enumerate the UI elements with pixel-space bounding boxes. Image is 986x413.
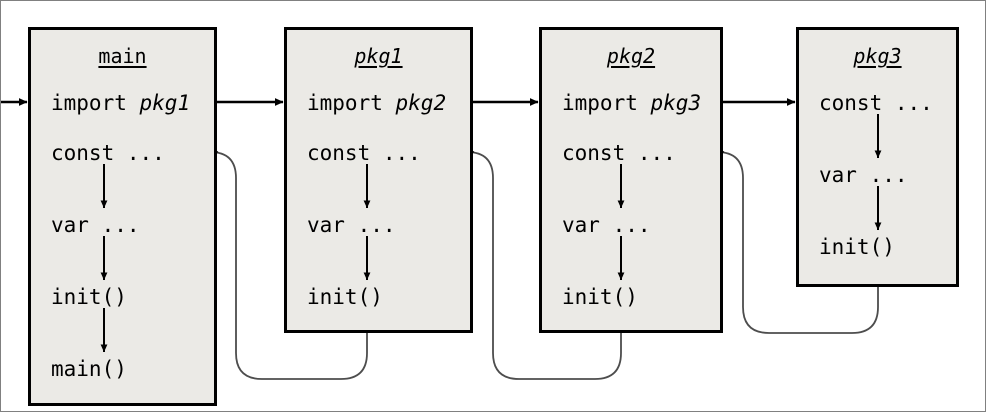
package-line-pkg3-1: var ... — [819, 163, 908, 187]
line-text: init() — [307, 285, 383, 309]
package-line-main-4: main() — [51, 357, 127, 381]
package-box-main: main import pkg1 const ... var ... init() mai… — [28, 27, 217, 406]
package-line-main-0: import pkg1 — [51, 91, 190, 115]
line-text: const ... — [562, 141, 676, 165]
imported-package-name: pkg2 — [395, 91, 447, 115]
line-text: import — [562, 91, 651, 115]
package-box-pkg2: pkg2 import pkg3 const ... var ... init() — [539, 27, 723, 333]
line-text: init() — [51, 285, 127, 309]
package-line-main-3: init() — [51, 285, 127, 309]
line-text: main() — [51, 357, 127, 381]
line-text: var ... — [562, 213, 651, 237]
package-line-pkg2-1: const ... — [562, 141, 676, 165]
return-arrow-pkg1-to-main — [209, 148, 368, 380]
package-line-pkg1-2: var ... — [307, 213, 396, 237]
imported-package-name: pkg1 — [139, 91, 191, 115]
line-text: import — [51, 91, 140, 115]
line-text: init() — [562, 285, 638, 309]
line-text: init() — [819, 235, 895, 259]
package-line-pkg1-1: const ... — [307, 141, 421, 165]
imported-package-name: pkg3 — [650, 91, 702, 115]
return-arrow-pkg2-to-pkg1 — [466, 148, 622, 380]
package-line-main-1: const ... — [51, 141, 165, 165]
line-text: const ... — [819, 91, 933, 115]
package-title-pkg2: pkg2 — [606, 44, 656, 68]
package-title-pkg1: pkg1 — [354, 44, 403, 68]
line-text: const ... — [307, 141, 421, 165]
return-arrows-group — [209, 148, 879, 380]
return-arrow-pkg3-to-pkg2 — [716, 148, 879, 334]
package-title-main: main — [98, 44, 147, 68]
package-line-pkg1-0: import pkg2 — [307, 91, 446, 115]
package-box-pkg3: pkg3 const ... var ... init() — [796, 27, 959, 287]
line-text: var ... — [51, 213, 140, 237]
package-box-pkg1: pkg1 import pkg2 const ... var ... init() — [284, 27, 473, 333]
line-text: import — [307, 91, 396, 115]
package-line-pkg2-2: var ... — [562, 213, 651, 237]
package-line-pkg1-3: init() — [307, 285, 383, 309]
package-line-pkg3-2: init() — [819, 235, 895, 259]
package-line-pkg2-3: init() — [562, 285, 638, 309]
package-line-pkg2-0: import pkg3 — [562, 91, 701, 115]
package-line-main-2: var ... — [51, 213, 140, 237]
package-title-pkg3: pkg3 — [853, 44, 902, 68]
line-text: var ... — [307, 213, 396, 237]
package-line-pkg3-0: const ... — [819, 91, 933, 115]
line-text: var ... — [819, 163, 908, 187]
line-text: const ... — [51, 141, 165, 165]
